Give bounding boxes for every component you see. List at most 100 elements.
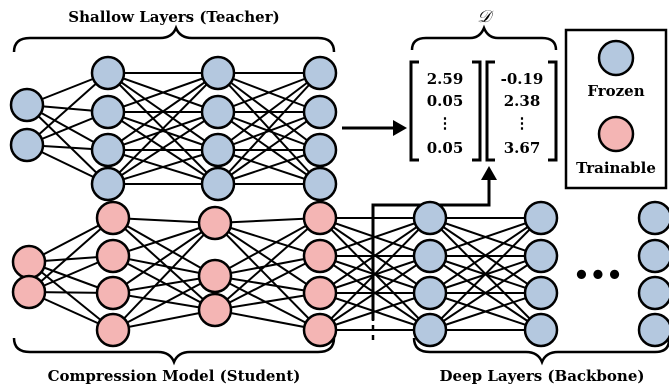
edge	[28, 217, 114, 293]
trainable-node	[95, 238, 131, 274]
frozen-node	[412, 200, 448, 236]
vector-left: 2.59 0.05 ⋮ 0.05	[409, 60, 482, 162]
edge	[112, 222, 216, 294]
dataset-brace	[410, 24, 558, 51]
frozen-node	[523, 275, 559, 311]
trainable-node	[302, 238, 338, 274]
trainable-node	[197, 205, 233, 241]
frozen-node	[637, 200, 669, 236]
frozen-node	[637, 312, 669, 348]
edge	[107, 72, 219, 113]
vector-right-value: 3.67	[504, 139, 541, 157]
edge	[217, 111, 321, 185]
trainable-node	[95, 200, 131, 236]
vector-left-dots: ⋮	[438, 114, 453, 132]
edge	[217, 111, 321, 151]
edge	[214, 217, 321, 311]
edge	[217, 72, 321, 151]
frozen-node	[9, 127, 45, 163]
legend-frozen-swatch	[597, 39, 635, 77]
frozen-node	[90, 132, 126, 168]
edge	[28, 261, 114, 331]
edge	[214, 275, 321, 294]
network-edges	[26, 72, 542, 331]
frozen-node	[90, 55, 126, 91]
vector-left-value: 2.59	[427, 70, 464, 88]
frozen-node	[523, 200, 559, 236]
edge	[319, 255, 431, 331]
vector-right-value: -0.19	[501, 70, 544, 88]
trainable-node	[11, 244, 47, 280]
frozen-node	[523, 238, 559, 274]
edge	[214, 255, 321, 311]
edge	[112, 217, 216, 311]
edge	[112, 255, 216, 277]
edge	[319, 217, 431, 331]
edge	[217, 149, 321, 185]
edge	[217, 72, 321, 185]
layer-ellipsis: •••	[573, 261, 623, 291]
trainable-node	[302, 275, 338, 311]
edge	[107, 149, 219, 185]
frozen-node	[200, 94, 236, 130]
edge	[214, 255, 321, 277]
edge	[214, 309, 321, 331]
legend-trainable-swatch	[597, 115, 635, 153]
edge	[319, 292, 431, 331]
frozen-node	[412, 275, 448, 311]
edge	[214, 292, 321, 311]
frozen-node	[200, 132, 236, 168]
backbone-label: Deep Layers (Backbone)	[440, 367, 645, 385]
edge	[112, 217, 216, 277]
trainable-node	[11, 274, 47, 310]
vector-right: -0.19 2.38 ⋮ 3.67	[485, 60, 558, 162]
edge	[107, 72, 219, 151]
frozen-node	[9, 87, 45, 123]
vector-left-value: 0.05	[427, 139, 464, 157]
dataset-symbol: 𝒟	[477, 7, 494, 27]
edge	[214, 275, 321, 331]
edge	[429, 217, 542, 331]
edge	[214, 217, 321, 224]
edge	[112, 309, 216, 331]
edge	[319, 217, 431, 294]
trainable-node	[302, 200, 338, 236]
frozen-node	[302, 132, 338, 168]
edge	[429, 292, 542, 331]
frozen-node	[637, 238, 669, 274]
vector-left-value: 0.05	[427, 92, 464, 110]
edge	[107, 111, 219, 185]
frozen-node	[90, 94, 126, 130]
legend-trainable-label: Trainable	[576, 159, 656, 177]
trainable-node	[197, 292, 233, 328]
frozen-node	[302, 94, 338, 130]
edge	[214, 222, 321, 294]
frozen-node	[90, 166, 126, 202]
trainable-node	[95, 312, 131, 348]
trainable-node	[95, 275, 131, 311]
legend: Frozen Trainable	[564, 28, 668, 190]
edge	[112, 255, 216, 311]
teacher-label: Shallow Layers (Teacher)	[68, 8, 279, 26]
edge	[26, 104, 109, 185]
network-nodes	[9, 55, 669, 348]
student-brace	[12, 337, 336, 366]
edge	[429, 217, 542, 257]
legend-frozen-label: Frozen	[587, 82, 644, 100]
edge	[107, 72, 219, 185]
edge	[112, 275, 216, 331]
frozen-node	[302, 166, 338, 202]
student-label: Compression Model (Student)	[48, 367, 301, 385]
trainable-node	[197, 258, 233, 294]
edge	[112, 222, 216, 331]
edge	[112, 222, 216, 257]
frozen-node	[302, 55, 338, 91]
edge	[214, 222, 321, 257]
frozen-node	[200, 55, 236, 91]
frozen-node	[523, 312, 559, 348]
edge	[26, 72, 109, 146]
frozen-node	[637, 275, 669, 311]
vector-right-value: 2.38	[504, 92, 541, 110]
edge	[214, 222, 321, 331]
